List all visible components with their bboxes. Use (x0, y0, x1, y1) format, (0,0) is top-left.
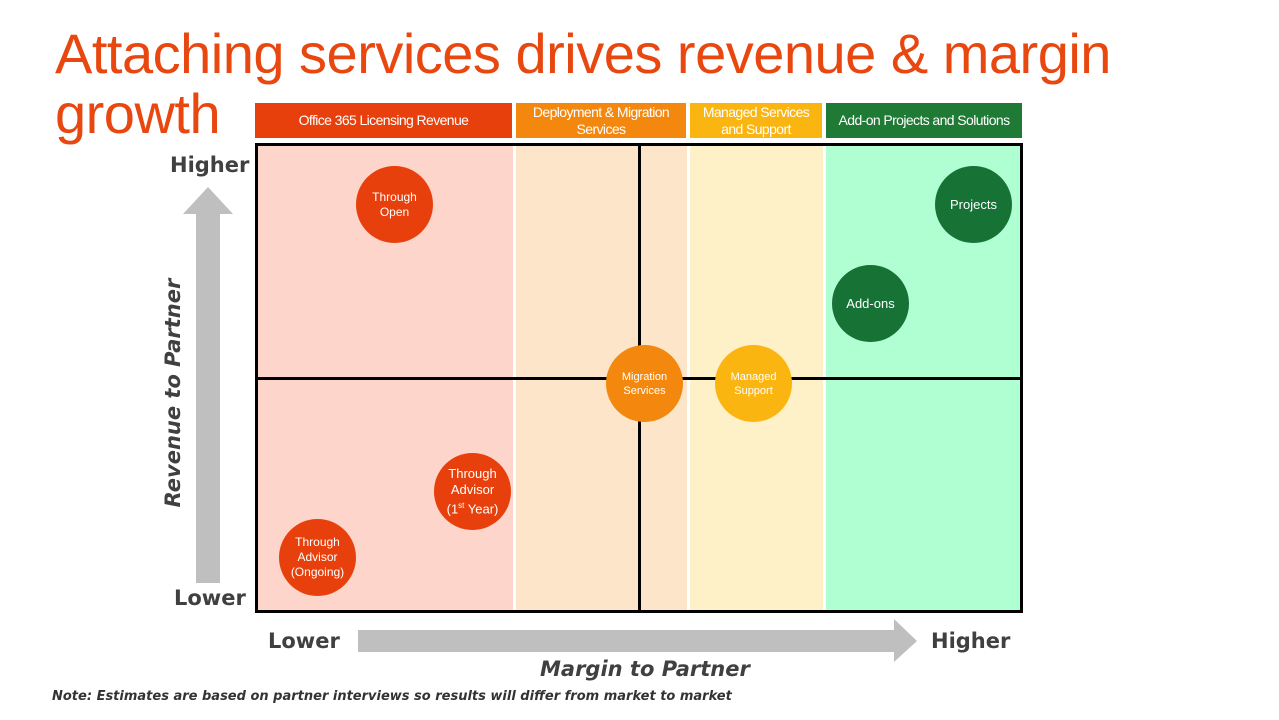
bubble-line: (Ongoing) (290, 565, 345, 579)
column-header-licensing: Office 365 Licensing Revenue (255, 103, 512, 138)
bubble-line: Managed (730, 370, 777, 383)
y-axis-arrow (183, 187, 233, 583)
column-header-addons: Add-on Projects and Solutions (826, 103, 1022, 138)
bubble-line: Projects (950, 197, 997, 212)
column-header-managed: Managed Services and Support (690, 103, 822, 138)
bubble-through-open: Through Open (356, 166, 433, 243)
bubble-line: Add-ons (846, 296, 895, 311)
bubble-managed-support: Managed Support (715, 345, 792, 422)
bubble-through-advisor-1st-year: Through Advisor (1st Year) (434, 453, 511, 530)
x-axis-low-label: Lower (268, 629, 340, 653)
bubble-projects: Projects (935, 166, 1012, 243)
bubble-line: Migration (621, 370, 668, 383)
ordinal-suffix: st (458, 500, 465, 510)
y-axis-title: Revenue to Partner (161, 278, 185, 508)
y-axis-high-label: Higher (170, 153, 250, 177)
bubble-line: Advisor (450, 481, 495, 497)
bubble-line: Open (379, 204, 410, 219)
footnote: Note: Estimates are based on partner int… (52, 689, 732, 704)
bubble-line: (1st Year) (446, 500, 499, 517)
bubble-add-ons: Add-ons (832, 265, 909, 342)
bubble-line: Services (623, 384, 666, 397)
column-header-deployment: Deployment & Migration Services (516, 103, 686, 138)
bubble-migration-services: Migration Services (606, 345, 683, 422)
y-axis-low-label: Lower (174, 586, 246, 610)
x-axis-high-label: Higher (931, 629, 1011, 653)
bubble-line: Support (734, 384, 773, 397)
x-axis-title: Margin to Partner (540, 657, 750, 681)
slide-title: Attaching services drives revenue & marg… (55, 22, 1111, 145)
x-axis-arrow (358, 619, 917, 662)
bubble-line: Through (372, 189, 417, 204)
bubble-line: Through (448, 465, 497, 481)
bubble-through-advisor-ongoing: Through Advisor (Ongoing) (279, 519, 356, 596)
bubble-line: Advisor (297, 550, 338, 564)
bubble-line: Through (295, 535, 340, 549)
